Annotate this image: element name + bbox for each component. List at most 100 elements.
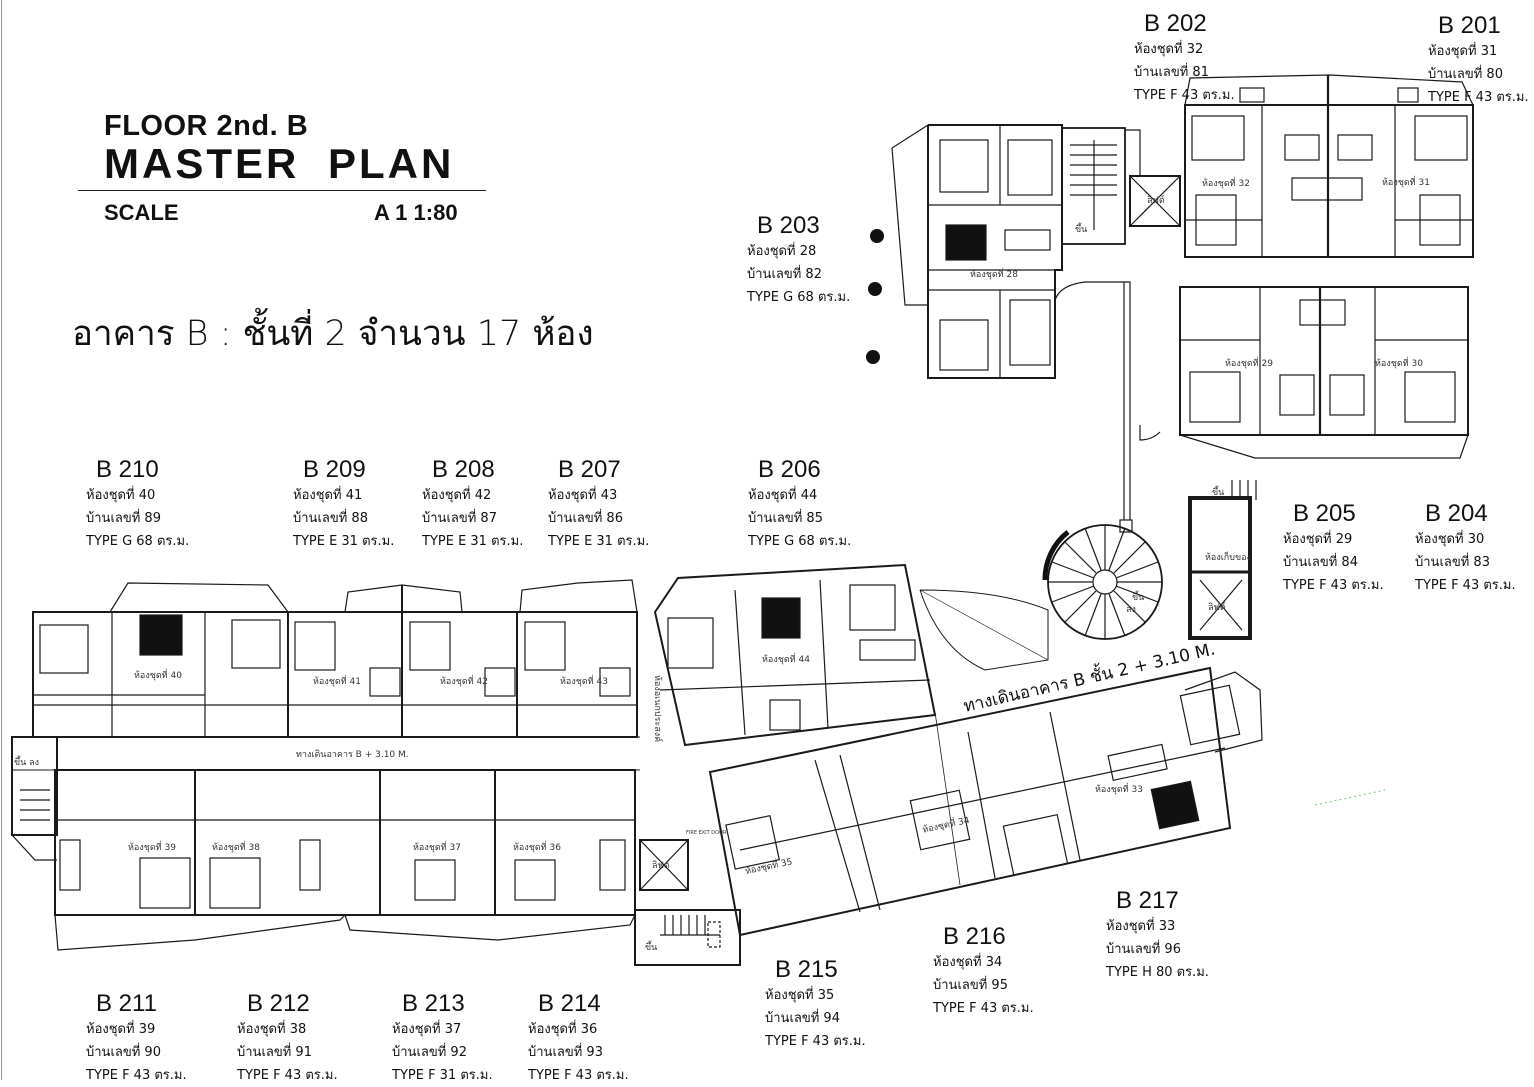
unit-code: B 205 [1293,500,1356,527]
unit-room-no: ห้องชุดที่ 38 [237,1022,307,1037]
room-label: ห้องชุดที่ 34 [921,813,971,836]
unit-label-b211: B 211 ห้องชุดที่ 39 บ้านเลขที่ 90 TYPE F… [86,990,187,1087]
unit-type: TYPE F 43 ตร.ม. [237,1068,338,1083]
building-summary: อาคาร B : ชั้นที่ 2 จำนวน 17 ห้อง [72,314,594,354]
balcony-label: ห้องอเนกประสงค์ [652,675,664,742]
unit-house-no: บ้านเลขที่ 94 [765,1011,840,1026]
lift-label: ลิฟต์ [1208,601,1226,613]
storage-label: ห้องเก็บของ [1205,550,1251,563]
unit-type: TYPE F 43 ตร.ม. [1415,578,1516,593]
unit-code: B 210 [96,456,159,483]
unit-label-b217: B 217 ห้องชุดที่ 33 บ้านเลขที่ 96 TYPE H… [1106,887,1209,984]
bullet-marker [868,282,882,296]
room-label: ห้องชุดที่ 37 [413,840,461,853]
stair-label: ขึ้น [1132,590,1144,603]
unit-house-no: บ้านเลขที่ 86 [548,511,623,526]
floor-label: FLOOR 2nd. B [104,110,309,142]
stair-label: ลง [1126,605,1136,615]
unit-house-no: บ้านเลขที่ 82 [747,267,822,282]
stair-label: ขึ้น ลง [14,755,39,768]
room-label: ห้องชุดที่ 30 [1375,356,1423,369]
stair-label: ขึ้น [1212,485,1224,498]
unit-type: TYPE E 31 ตร.ม. [293,534,395,549]
room-label: ห้องชุดที่ 29 [1225,356,1273,369]
unit-house-no: บ้านเลขที่ 80 [1428,67,1503,82]
unit-label-b208: B 208 ห้องชุดที่ 42 บ้านเลขที่ 87 TYPE E… [422,456,523,553]
fire-exit-label: FIRE EXIT DOOR [686,830,727,836]
unit-code: B 215 [775,956,838,983]
unit-code: B 214 [538,990,601,1017]
room-label: ห้องชุดที่ 28 [970,267,1018,280]
scale-value: A 1 1:80 [374,200,458,225]
unit-house-no: บ้านเลขที่ 84 [1283,555,1358,570]
unit-code: B 202 [1144,10,1207,37]
core-right [1188,480,1257,640]
block-b204-b205 [1139,286,1469,459]
room-label: ห้องชุดที่ 39 [128,840,176,853]
unit-room-no: ห้องชุดที่ 28 [747,244,817,259]
room-label: ห้องชุดที่ 44 [762,652,810,665]
room-label: ห้องชุดที่ 40 [134,668,182,681]
unit-code: B 206 [758,456,821,483]
block-b201-b202 [1184,74,1474,258]
unit-label-b205: B 205 ห้องชุดที่ 29 บ้านเลขที่ 84 TYPE F… [1283,500,1384,597]
unit-label-b214: B 214 ห้องชุดที่ 36 บ้านเลขที่ 93 TYPE F… [528,990,629,1087]
unit-label-b202: B 202 ห้องชุดที่ 32 บ้านเลขที่ 81 TYPE F… [1134,10,1235,107]
block-b206 [653,563,937,747]
unit-label-b204: B 204 ห้องชุดที่ 30 บ้านเลขที่ 83 TYPE F… [1415,500,1516,597]
unit-label-b201: B 201 ห้องชุดที่ 31 บ้านเลขที่ 80 TYPE F… [1428,12,1529,109]
unit-label-b207: B 207 ห้องชุดที่ 43 บ้านเลขที่ 86 TYPE E… [548,456,649,553]
unit-code: B 203 [757,212,820,239]
unit-type: TYPE F 43 ตร.ม. [528,1068,629,1083]
unit-room-no: ห้องชุดที่ 40 [86,488,156,503]
unit-type: TYPE G 68 ตร.ม. [86,534,190,549]
unit-code: B 208 [432,456,495,483]
lift-label: ลิฟต์ [652,859,670,871]
unit-house-no: บ้านเลขที่ 91 [237,1045,312,1060]
unit-type: TYPE F 43 ตร.ม. [1428,90,1529,105]
unit-room-no: ห้องชุดที่ 44 [748,488,818,503]
unit-room-no: ห้องชุดที่ 29 [1283,532,1353,547]
unit-label-b216: B 216 ห้องชุดที่ 34 บ้านเลขที่ 95 TYPE F… [933,923,1034,1020]
left-wing-bottom [54,769,636,951]
unit-code: B 204 [1425,500,1488,527]
unit-type: TYPE E 31 ตร.ม. [422,534,524,549]
unit-label-b209: B 209 ห้องชุดที่ 41 บ้านเลขที่ 88 TYPE E… [293,456,394,553]
unit-type: TYPE G 68 ตร.ม. [747,290,851,305]
unit-type: TYPE H 80 ตร.ม. [1106,965,1209,980]
unit-type: TYPE F 43 ตร.ม. [765,1034,866,1049]
unit-house-no: บ้านเลขที่ 85 [748,511,823,526]
unit-room-no: ห้องชุดที่ 34 [933,955,1003,970]
unit-code: B 207 [558,456,621,483]
room-label: ห้องชุดที่ 33 [1095,782,1143,795]
unit-room-no: ห้องชุดที่ 41 [293,488,363,503]
stair-label: ขึ้น [1075,222,1087,235]
core-bottom [634,839,741,966]
unit-room-no: ห้องชุดที่ 32 [1134,42,1204,57]
unit-room-no: ห้องชุดที่ 33 [1106,919,1176,934]
stair-label: ขึ้น [645,940,657,953]
unit-code: B 213 [402,990,465,1017]
unit-room-no: ห้องชุดที่ 30 [1415,532,1485,547]
unit-room-no: ห้องชุดที่ 35 [765,988,835,1003]
room-label: ห้องชุดที่ 38 [212,840,260,853]
corridor-small-label: ทางเดินอาคาร B + 3.10 M. [296,749,409,760]
core-top [1061,127,1181,245]
unit-code: B 201 [1438,12,1501,39]
unit-label-b213: B 213 ห้องชุดที่ 37 บ้านเลขที่ 92 TYPE F… [392,990,493,1087]
east-wing [708,666,1263,937]
unit-house-no: บ้านเลขที่ 87 [422,511,497,526]
unit-room-no: ห้องชุดที่ 37 [392,1022,462,1037]
unit-house-no: บ้านเลขที่ 90 [86,1045,161,1060]
unit-house-no: บ้านเลขที่ 81 [1134,65,1209,80]
unit-room-no: ห้องชุดที่ 39 [86,1022,156,1037]
unit-label-b212: B 212 ห้องชุดที่ 38 บ้านเลขที่ 91 TYPE F… [237,990,338,1087]
unit-type: TYPE F 43 ตร.ม. [1283,578,1384,593]
room-label: ห้องชุดที่ 32 [1202,176,1250,189]
room-label: ห้องชุดที่ 43 [560,674,608,687]
unit-house-no: บ้านเลขที่ 96 [1106,942,1181,957]
unit-code: B 209 [303,456,366,483]
unit-room-no: ห้องชุดที่ 36 [528,1022,598,1037]
left-wing-top [32,579,638,738]
